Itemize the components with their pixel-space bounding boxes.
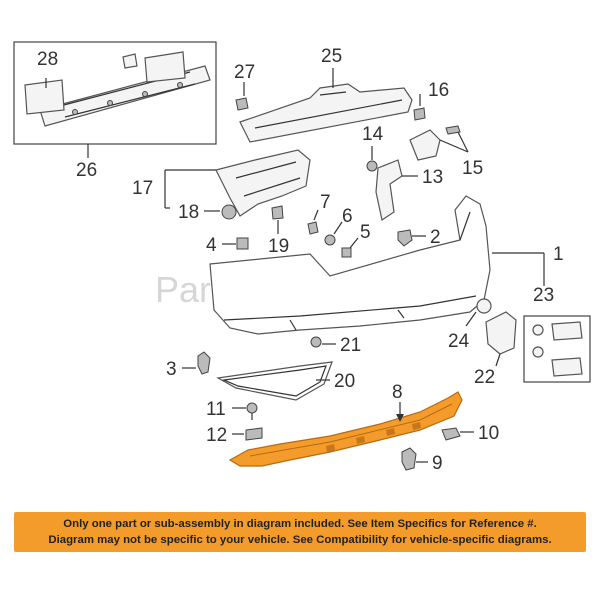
side-bracket-17: 17 [132, 149, 311, 217]
screw-7: 7 [307, 192, 331, 235]
reflector-20: 20 [216, 361, 355, 401]
callout-28: 28 [37, 49, 58, 70]
callout-26: 26 [76, 160, 97, 181]
screw-6: 6 [324, 206, 353, 246]
callout-27: 27 [234, 62, 255, 83]
energy-absorber [239, 83, 413, 143]
clip-12: 12 [206, 425, 263, 446]
lower-cover-part-8 [228, 391, 463, 467]
callout-23: 23 [533, 285, 554, 306]
bumper-cover [209, 195, 491, 335]
clip-21: 21 [310, 335, 361, 356]
clip-3: 3 [166, 351, 211, 380]
disclaimer-line-1: Only one part or sub-assembly in diagram… [63, 518, 537, 530]
disclaimer-banner: Only one part or sub-assembly in diagram… [14, 512, 586, 552]
callout-17: 17 [132, 178, 153, 199]
lower-cover-group: 8 [228, 382, 463, 467]
callout-10: 10 [478, 423, 499, 444]
callout-5: 5 [360, 222, 371, 243]
bracket-15: 15 [409, 125, 483, 179]
callout-25: 25 [321, 46, 342, 67]
callout-11: 11 [206, 399, 226, 420]
callout-15: 15 [462, 158, 483, 179]
sensor-24: 24 [448, 298, 492, 352]
clip-4: 4 [206, 235, 249, 256]
callout-16: 16 [428, 80, 449, 101]
retainer-22: 22 [474, 311, 517, 388]
callout-20: 20 [334, 371, 355, 392]
callout-7: 7 [320, 192, 331, 213]
reinforcement-bracket-left [24, 79, 65, 115]
callout-12: 12 [206, 425, 227, 446]
callout-14: 14 [362, 124, 384, 145]
clip-19: 19 [268, 205, 289, 257]
reinforcement-box [13, 41, 217, 145]
callout-9: 9 [432, 453, 443, 474]
reinforcement-bolt [122, 53, 138, 69]
callout-6: 6 [342, 206, 353, 227]
reinforcement-group: 28 26 [13, 41, 217, 181]
callout-18: 18 [178, 202, 199, 223]
reinforcement-bracket-right [144, 51, 186, 83]
nut-18: 18 [178, 202, 237, 223]
bracket-kit-23 [523, 315, 591, 383]
callout-24: 24 [448, 331, 470, 352]
callout-13: 13 [422, 167, 443, 188]
callout-4: 4 [206, 235, 217, 256]
callout-22: 22 [474, 367, 495, 388]
clip-14: 14 [362, 124, 384, 172]
callout-21: 21 [340, 335, 361, 356]
bolt-11: 11 [206, 399, 258, 420]
callout-19: 19 [268, 236, 289, 257]
clip-9: 9 [401, 447, 443, 474]
bolt-27: 27 [234, 62, 255, 111]
callout-3: 3 [166, 359, 177, 380]
clip-5: 5 [341, 222, 371, 258]
clip-16: 16 [413, 80, 449, 121]
callout-2: 2 [430, 227, 441, 248]
absorber-group: 25 [239, 46, 413, 143]
callout-8: 8 [392, 382, 403, 403]
clip-10: 10 [441, 423, 499, 444]
clip-2: 2 [397, 227, 441, 248]
bumper-cover-group: 1 23 [209, 195, 564, 335]
side-bracket-13: 13 [375, 159, 443, 221]
disclaimer-line-2: Diagram may not be specific to your vehi… [48, 534, 552, 546]
callout-1: 1 [553, 244, 564, 265]
